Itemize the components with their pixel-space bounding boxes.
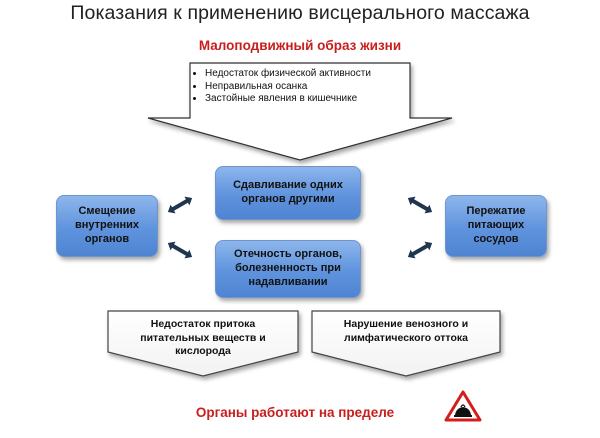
bottom-right-text: Нарушение венозного и лимфатического отт… <box>343 318 469 344</box>
bullet-item: Неправильная осанка <box>205 81 407 94</box>
bullet-item: Застойные явления в кишечнике <box>205 93 407 106</box>
down-arrow <box>147 62 453 161</box>
box-compression: Сдавливание одних органов другими <box>215 166 361 220</box>
top-heading: Малоподвижный образ жизни <box>198 38 402 53</box>
warning-sign-icon <box>444 390 482 422</box>
box-swelling: Отечность органов, болезненность при над… <box>215 240 361 298</box>
bottom-left-text: Недостаток притока питательных веществ и… <box>140 318 266 358</box>
bullet-item: Недостаток физической активности <box>205 68 407 81</box>
pentagon-left <box>107 310 299 377</box>
box-vessels: Пережатие питающих сосудов <box>445 195 547 257</box>
box-displacement: Смещение внутренних органов <box>56 195 158 257</box>
double-arrow-icon <box>167 196 433 259</box>
page-title: Показания к применению висцерального мас… <box>70 2 530 24</box>
top-bullet-list: Недостаток физической активности Неправи… <box>193 68 407 140</box>
footer-text: Органы работают на пределе <box>195 405 395 420</box>
pentagon-right <box>311 310 501 377</box>
